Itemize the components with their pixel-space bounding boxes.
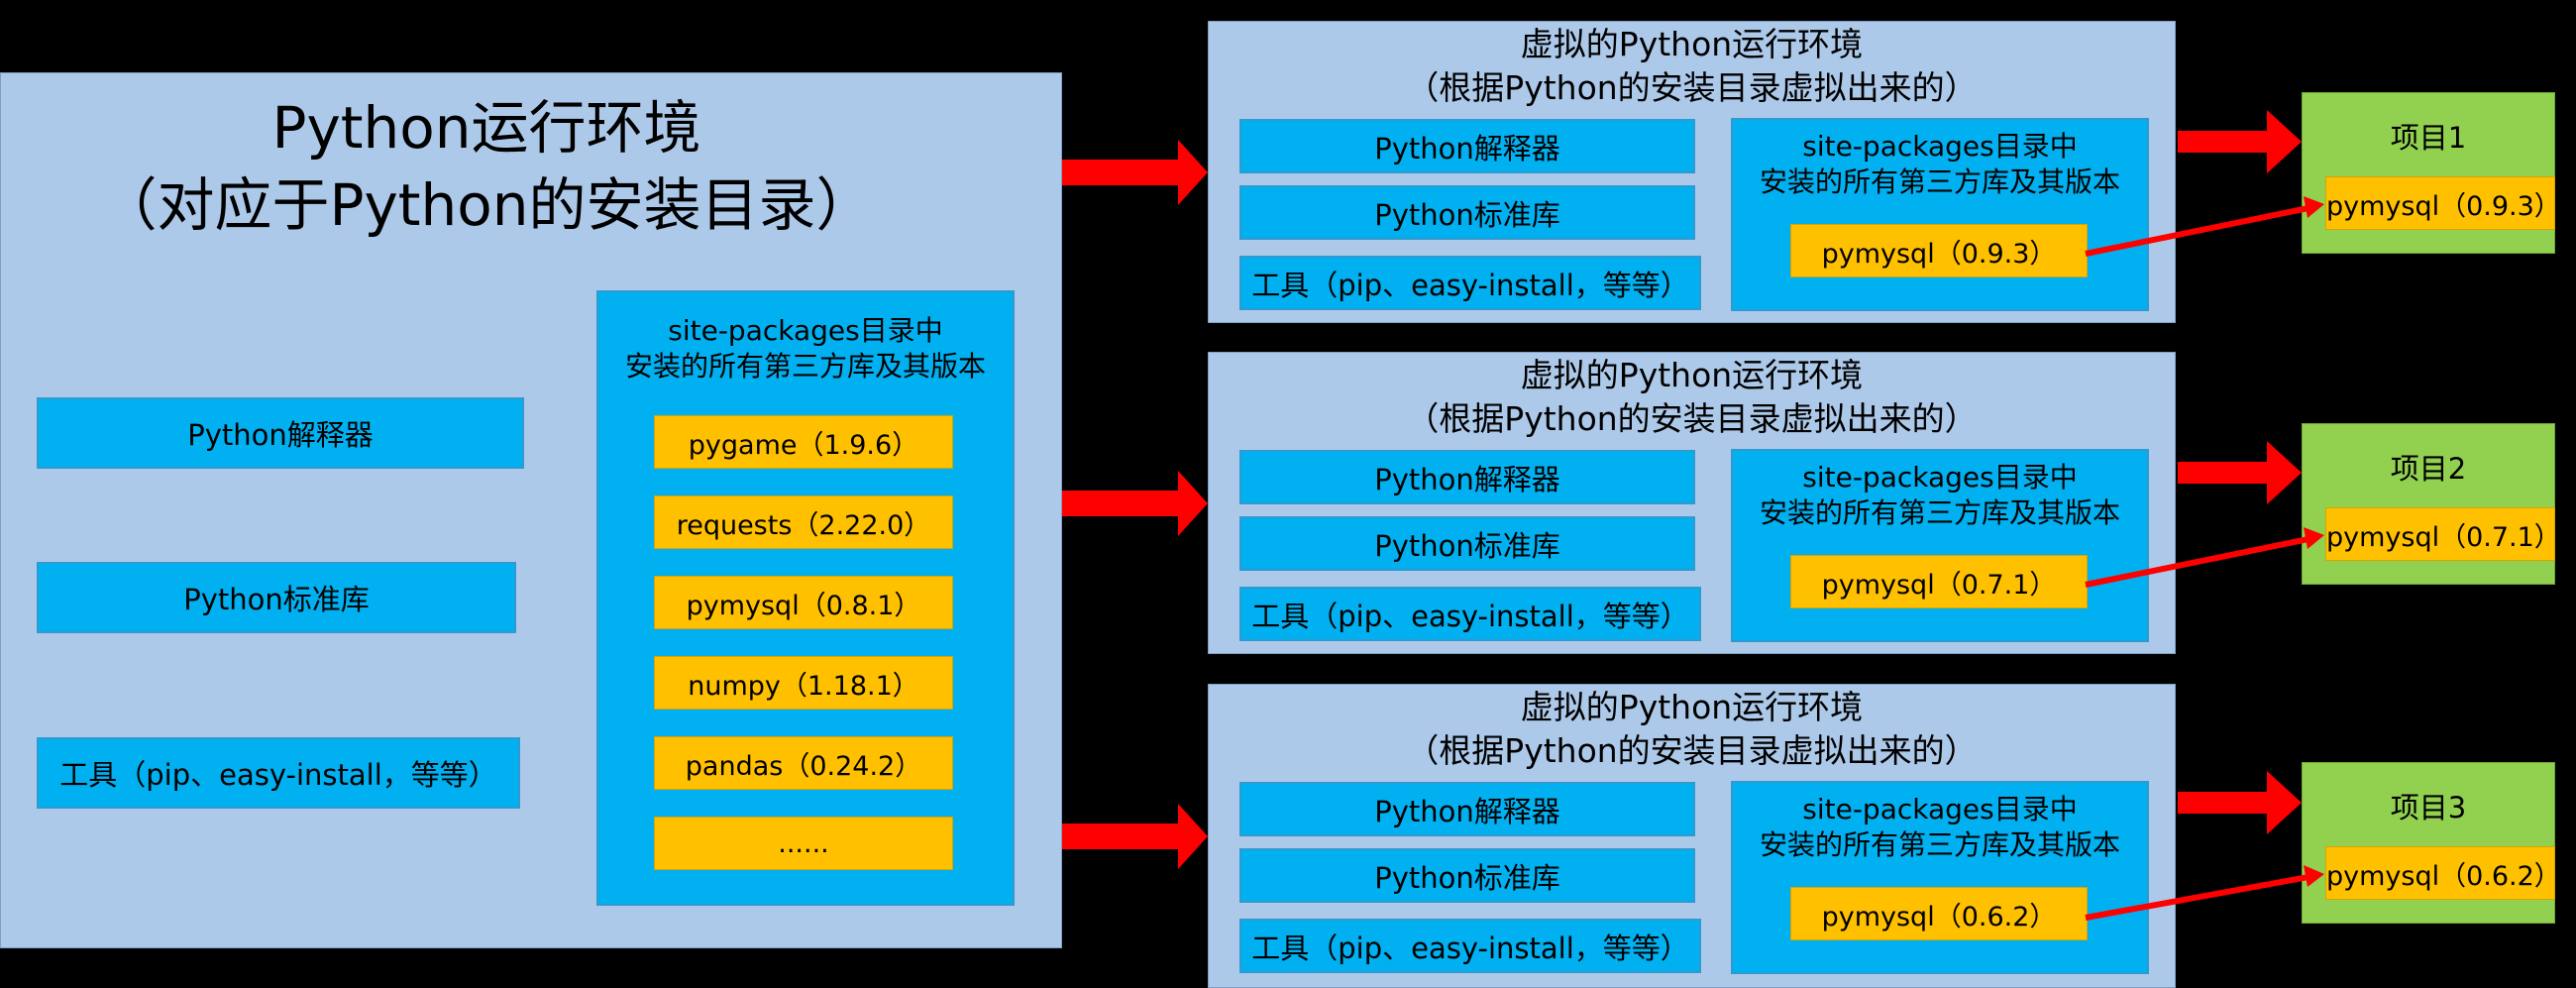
package-more: ......	[654, 817, 953, 870]
site-packages-title-line1: site-packages目录中	[668, 314, 943, 347]
arrow-main-to-venv-1	[1062, 140, 1208, 205]
virtual-env-stdlib: Python标准库	[1239, 848, 1695, 903]
virtual-env-tools: 工具（pip、easy-install，等等）	[1239, 587, 1701, 641]
virtual-env-tools: 工具（pip、easy-install，等等）	[1239, 256, 1701, 310]
virtual-env-title-line1: 虚拟的Python运行环境	[1520, 25, 1864, 63]
virtual-env-1: 虚拟的Python运行环境 （根据Python的安装目录虚拟出来的） Pytho…	[1208, 21, 2176, 323]
project-package: pymysql（0.6.2）	[2325, 846, 2561, 900]
link-package-1-head	[2304, 196, 2324, 218]
package-pymysql: pymysql（0.8.1）	[654, 576, 953, 629]
virtual-env-package: pymysql（0.6.2）	[1790, 887, 2088, 940]
virtual-env-title-line2: （根据Python的安装目录虚拟出来的）	[1406, 399, 1978, 438]
arrow-main-to-venv-3	[1062, 804, 1208, 869]
arrow-venv-2-to-project-2	[2178, 441, 2302, 504]
virtual-env-site-packages: site-packages目录中 安装的所有第三方库及其版本 pymysql（0…	[1731, 449, 2149, 642]
virtual-env-2: 虚拟的Python运行环境 （根据Python的安装目录虚拟出来的） Pytho…	[1208, 352, 2176, 654]
link-package-3	[2085, 874, 2309, 921]
main-python-environment: Python运行环境 （对应于Python的安装目录） Python解释器 Py…	[0, 72, 1062, 948]
main-env-site-packages: site-packages目录中 安装的所有第三方库及其版本 pygame（1.…	[596, 290, 1015, 906]
link-package-1	[2085, 205, 2309, 257]
virtual-env-interpreter: Python解释器	[1239, 119, 1695, 173]
link-package-3-head	[2304, 865, 2324, 887]
virtual-env-stdlib: Python标准库	[1239, 516, 1695, 571]
virtual-env-interpreter: Python解释器	[1239, 782, 1695, 836]
virtual-env-interpreter: Python解释器	[1239, 450, 1695, 504]
main-env-interpreter: Python解释器	[37, 397, 524, 469]
virtual-env-3: 虚拟的Python运行环境 （根据Python的安装目录虚拟出来的） Pytho…	[1208, 684, 2176, 988]
package-numpy: numpy（1.18.1）	[654, 656, 953, 710]
site-packages-title-line2: 安装的所有第三方库及其版本	[1759, 165, 2120, 198]
package-requests: requests（2.22.0）	[654, 495, 953, 549]
main-env-tools: 工具（pip、easy-install，等等）	[37, 737, 520, 809]
project-2: 项目2 pymysql（0.7.1）	[2302, 423, 2561, 585]
project-package: pymysql（0.7.1）	[2325, 507, 2561, 561]
package-pandas: pandas（0.24.2）	[654, 736, 953, 790]
virtual-env-package: pymysql（0.7.1）	[1790, 555, 2088, 608]
project-1: 项目1 pymysql（0.9.3）	[2302, 92, 2561, 254]
virtual-env-title-line2: （根据Python的安装目录虚拟出来的）	[1406, 731, 1978, 770]
virtual-env-site-packages: site-packages目录中 安装的所有第三方库及其版本 pymysql（0…	[1731, 781, 2149, 974]
virtual-env-stdlib: Python标准库	[1239, 185, 1695, 240]
arrow-main-to-venv-2	[1062, 471, 1208, 536]
site-packages-title-line2: 安装的所有第三方库及其版本	[624, 350, 986, 383]
project-package: pymysql（0.9.3）	[2325, 176, 2561, 230]
main-env-stdlib: Python标准库	[37, 562, 516, 633]
arrow-venv-3-to-project-3	[2178, 771, 2302, 834]
package-pygame: pygame（1.9.6）	[654, 415, 953, 469]
site-packages-title-line2: 安装的所有第三方库及其版本	[1759, 828, 2120, 861]
virtual-env-title-line1: 虚拟的Python运行环境	[1520, 688, 1864, 726]
main-env-title-line2: （对应于Python的安装目录）	[99, 171, 874, 239]
project-title: 项目3	[2390, 791, 2467, 824]
main-env-title-line1: Python运行环境	[271, 94, 701, 162]
site-packages-title-line2: 安装的所有第三方库及其版本	[1759, 496, 2120, 529]
virtual-env-title-line2: （根据Python的安装目录虚拟出来的）	[1406, 68, 1978, 107]
site-packages-title-line1: site-packages目录中	[1802, 793, 2078, 825]
project-title: 项目1	[2390, 121, 2467, 155]
virtual-env-package: pymysql（0.9.3）	[1790, 224, 2088, 277]
project-title: 项目2	[2390, 452, 2467, 486]
site-packages-title-line1: site-packages目录中	[1802, 461, 2078, 494]
site-packages-title-line1: site-packages目录中	[1802, 130, 2078, 163]
arrow-venv-1-to-project-1	[2178, 110, 2302, 173]
link-package-2	[2085, 536, 2309, 588]
link-package-2-head	[2304, 527, 2324, 549]
virtual-env-tools: 工具（pip、easy-install，等等）	[1239, 919, 1701, 973]
virtual-env-title-line1: 虚拟的Python运行环境	[1520, 356, 1864, 394]
virtual-env-site-packages: site-packages目录中 安装的所有第三方库及其版本 pymysql（0…	[1731, 118, 2149, 311]
project-3: 项目3 pymysql（0.6.2）	[2302, 762, 2561, 924]
